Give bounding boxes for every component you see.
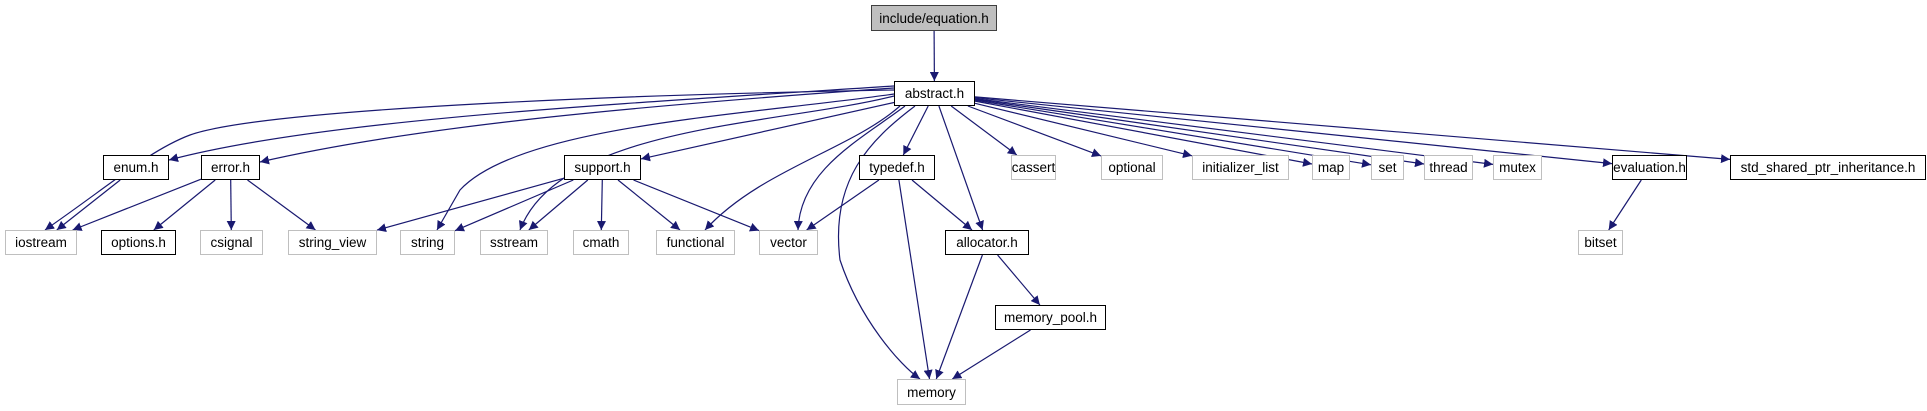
node-label: cassert	[1011, 160, 1056, 175]
edge-abstract-to-memory	[838, 105, 921, 380]
node-functional: functional	[656, 230, 735, 255]
node-label: allocator.h	[956, 235, 1018, 250]
node-std-shared[interactable]: std_shared_ptr_inheritance.h	[1730, 155, 1926, 180]
edge-error-to-options	[153, 179, 216, 231]
node-bitset: bitset	[1578, 230, 1623, 255]
node-map: map	[1312, 155, 1350, 180]
node-string-view: string_view	[288, 230, 377, 255]
node-label: string	[410, 235, 444, 250]
node-label: vector	[770, 235, 807, 250]
edge-abstract-to-set	[974, 99, 1372, 168]
edge-abstract-to-error	[259, 87, 895, 165]
node-label: bitset	[1584, 235, 1617, 250]
edge-error-to-csignal	[226, 179, 236, 231]
node-label: enum.h	[113, 160, 159, 175]
edge-abstract-to-iostream	[44, 89, 895, 231]
node-typedef[interactable]: typedef.h	[859, 155, 935, 180]
edge-typedef-to-memory	[898, 179, 933, 380]
node-label: iostream	[15, 235, 67, 250]
node-label: memory_pool.h	[1003, 310, 1098, 325]
node-label: string_view	[298, 235, 367, 250]
edge-support-to-cmath	[596, 179, 606, 231]
node-label: map	[1317, 160, 1345, 175]
edge-abstract-to-std-shared	[974, 96, 1731, 164]
edge-abstract-to-string	[436, 93, 895, 231]
node-label: csignal	[210, 235, 253, 250]
edge-support-to-functional	[617, 179, 681, 231]
edge-abstract-to-vector	[793, 105, 906, 231]
node-label: support.h	[574, 160, 631, 175]
node-equation: include/equation.h	[871, 5, 997, 31]
node-memory-pool[interactable]: memory_pool.h	[995, 305, 1106, 330]
edge-abstract-to-allocator	[938, 105, 984, 231]
edge-evaluation-to-bitset	[1608, 179, 1642, 231]
node-label: sstream	[489, 235, 538, 250]
edge-abstract-to-support	[640, 101, 895, 162]
edge-abstract-to-typedef	[902, 105, 929, 156]
edge-support-to-string-view	[376, 177, 565, 233]
node-label: initializer_list	[1202, 160, 1279, 175]
edge-typedef-to-allocator	[911, 179, 973, 231]
edge-error-to-iostream	[72, 178, 202, 231]
node-label: include/equation.h	[879, 10, 989, 26]
edge-memory-pool-to-memory	[951, 329, 1031, 380]
edge-abstract-to-mutex	[974, 98, 1494, 168]
node-set: set	[1371, 155, 1404, 180]
node-cassert: cassert	[1011, 155, 1056, 180]
node-label: std_shared_ptr_inheritance.h	[1740, 160, 1916, 175]
node-initializer-list: initializer_list	[1192, 155, 1289, 180]
node-label: set	[1378, 160, 1397, 175]
edge-enum-to-iostream	[56, 179, 121, 231]
node-iostream: iostream	[5, 230, 77, 255]
node-label: mutex	[1499, 160, 1536, 175]
node-label: optional	[1108, 160, 1156, 175]
node-allocator[interactable]: allocator.h	[945, 230, 1029, 255]
node-label: abstract.h	[904, 86, 965, 101]
node-abstract[interactable]: abstract.h	[894, 81, 975, 106]
edge-abstract-to-enum	[168, 85, 895, 163]
edge-allocator-to-memory	[935, 254, 983, 380]
node-evaluation[interactable]: evaluation.h	[1612, 155, 1687, 180]
node-options[interactable]: options.h	[101, 230, 176, 255]
node-label: options.h	[111, 235, 166, 250]
node-sstream: sstream	[480, 230, 548, 255]
node-enum[interactable]: enum.h	[103, 155, 169, 180]
node-thread: thread	[1424, 155, 1473, 180]
edge-support-to-vector	[633, 179, 760, 232]
node-label: thread	[1429, 160, 1468, 175]
node-mutex: mutex	[1493, 155, 1542, 180]
edge-abstract-to-functional	[704, 105, 901, 231]
edge-abstract-to-cassert	[950, 105, 1018, 156]
edge-abstract-to-optional	[967, 105, 1102, 157]
node-string: string	[400, 230, 455, 255]
node-support[interactable]: support.h	[564, 155, 641, 180]
edge-error-to-string-view	[247, 179, 316, 231]
node-csignal: csignal	[200, 230, 263, 255]
node-label: evaluation.h	[1613, 160, 1686, 175]
edge-support-to-sstream	[528, 179, 589, 231]
node-label: functional	[666, 235, 725, 250]
node-vector: vector	[759, 230, 818, 255]
edge-abstract-to-map	[974, 100, 1313, 167]
edge-abstract-to-initializer-list	[974, 102, 1193, 159]
node-label: typedef.h	[869, 160, 925, 175]
node-cmath: cmath	[573, 230, 629, 255]
edge-abstract-to-evaluation	[974, 97, 1613, 168]
node-optional: optional	[1101, 155, 1163, 180]
node-memory: memory	[897, 379, 966, 405]
node-label: cmath	[582, 235, 620, 250]
node-label: memory	[907, 384, 956, 400]
edge-abstract-to-sstream	[519, 95, 895, 231]
edge-abstract-to-thread	[974, 98, 1425, 168]
edge-typedef-to-vector	[806, 179, 880, 231]
node-error[interactable]: error.h	[201, 155, 260, 180]
edge-support-to-string	[454, 179, 574, 232]
node-label: error.h	[210, 160, 251, 175]
edge-allocator-to-memory-pool	[997, 254, 1041, 306]
